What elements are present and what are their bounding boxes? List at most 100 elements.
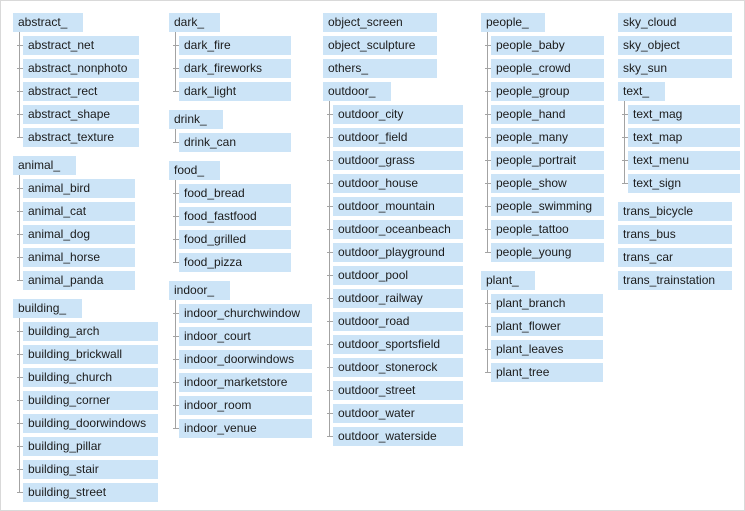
tree-parent-node[interactable]: text_ — [618, 82, 666, 101]
tree-children: drink_can — [173, 129, 291, 152]
tree-children: abstract_net abstract_nonphoto abstract_… — [16, 32, 140, 147]
tree-node[interactable]: food_grilled — [173, 230, 291, 249]
tree-node[interactable]: animal_horse — [17, 248, 135, 267]
tree-parent-node[interactable]: food_ — [169, 161, 221, 180]
tree-node[interactable]: building_stair — [16, 460, 159, 479]
tree-node[interactable]: indoor_doorwindows — [172, 350, 313, 369]
tree-group-trans-trainstation: trans_trainstation — [618, 271, 740, 290]
tree-node[interactable]: people_young — [484, 243, 605, 262]
tree-parent-node[interactable]: indoor_ — [169, 281, 231, 300]
tree-node[interactable]: food_pizza — [173, 253, 291, 272]
tree-node[interactable]: building_corner — [16, 391, 159, 410]
tree-node[interactable]: others_ — [323, 59, 437, 78]
tree-group-dark: dark_ dark_fire dark_fireworks dark_ligh… — [169, 13, 312, 101]
tree-node[interactable]: building_arch — [16, 322, 159, 341]
tree-node[interactable]: food_bread — [173, 184, 291, 203]
tree-node[interactable]: abstract_shape — [16, 105, 140, 124]
tree-node[interactable]: indoor_venue — [172, 419, 313, 438]
tree-parent-node[interactable]: building_ — [13, 299, 83, 318]
tree-node[interactable]: outdoor_playground — [327, 243, 463, 262]
tree-node[interactable]: outdoor_sportsfield — [327, 335, 463, 354]
tree-node[interactable]: outdoor_mountain — [327, 197, 463, 216]
tree-node[interactable]: indoor_court — [172, 327, 313, 346]
tree-node[interactable]: food_fastfood — [173, 207, 291, 226]
tree-node[interactable]: trans_car — [618, 248, 732, 267]
tree-children: animal_bird animal_cat animal_dog animal… — [17, 175, 135, 290]
tree-node[interactable]: outdoor_grass — [327, 151, 463, 170]
tree-node[interactable]: outdoor_city — [327, 105, 463, 124]
tree-group-people: people_ people_baby people_crowd people_… — [481, 13, 605, 262]
tree-node[interactable]: animal_bird — [17, 179, 135, 198]
tree-node[interactable]: indoor_churchwindow — [172, 304, 313, 323]
tree-node[interactable]: outdoor_railway — [327, 289, 463, 308]
tree-parent-node[interactable]: drink_ — [169, 110, 223, 129]
tree-node[interactable]: outdoor_field — [327, 128, 463, 147]
tree-node[interactable]: people_portrait — [484, 151, 605, 170]
tree-node[interactable]: building_street — [16, 483, 159, 502]
tree-node[interactable]: dark_fire — [173, 36, 291, 55]
tree-parent-node[interactable]: abstract_ — [13, 13, 84, 32]
tree-node[interactable]: animal_dog — [17, 225, 135, 244]
tree-node[interactable]: outdoor_pool — [327, 266, 463, 285]
tree-node[interactable]: object_sculpture — [323, 36, 437, 55]
tree-node[interactable]: building_brickwall — [16, 345, 159, 364]
tree-node[interactable]: outdoor_stonerock — [327, 358, 463, 377]
tree-node[interactable]: plant_flower — [485, 317, 603, 336]
tree-node[interactable]: sky_object — [618, 36, 732, 55]
tree-group-plant: plant_ plant_branch plant_flower plant_l… — [481, 271, 604, 382]
tree-node[interactable]: object_screen — [323, 13, 437, 32]
tree-children: indoor_churchwindow indoor_court indoor_… — [172, 300, 313, 438]
tree-node[interactable]: outdoor_house — [327, 174, 463, 193]
tree-node[interactable]: plant_leaves — [485, 340, 603, 359]
tree-children: text_mag text_map text_menu text_sign — [622, 101, 740, 193]
tree-node[interactable]: trans_bicycle — [618, 202, 732, 221]
tree-node[interactable]: text_map — [622, 128, 740, 147]
tree-group-indoor: indoor_ indoor_churchwindow indoor_court… — [169, 281, 313, 438]
tree-node[interactable]: trans_bus — [618, 225, 732, 244]
tree-node[interactable]: outdoor_oceanbeach — [327, 220, 463, 239]
tree-node[interactable]: outdoor_road — [327, 312, 463, 331]
tree-group-outdoor: outdoor_ outdoor_city outdoor_field outd… — [323, 82, 463, 446]
tree-node[interactable]: people_crowd — [484, 59, 605, 78]
tree-node[interactable]: plant_branch — [485, 294, 603, 313]
tree-node[interactable]: sky_cloud — [618, 13, 732, 32]
tree-node[interactable]: building_doorwindows — [16, 414, 159, 433]
tree-node[interactable]: indoor_marketstore — [172, 373, 313, 392]
tree-node[interactable]: building_pillar — [16, 437, 159, 456]
tree-parent-node[interactable]: outdoor_ — [323, 82, 392, 101]
tree-column-2: dark_ dark_fire dark_fireworks dark_ligh… — [169, 13, 313, 438]
tree-node[interactable]: sky_sun — [618, 59, 732, 78]
tree-node[interactable]: building_church — [16, 368, 159, 387]
tree-node[interactable]: outdoor_street — [327, 381, 463, 400]
tree-node[interactable]: outdoor_waterside — [327, 427, 463, 446]
tree-node[interactable]: dark_fireworks — [173, 59, 291, 78]
tree-parent-node[interactable]: animal_ — [13, 156, 77, 175]
tree-node[interactable]: people_show — [484, 174, 605, 193]
tree-node[interactable]: people_tattoo — [484, 220, 605, 239]
tree-node[interactable]: dark_light — [173, 82, 291, 101]
tree-node[interactable]: text_menu — [622, 151, 740, 170]
tree-node[interactable]: plant_tree — [485, 363, 603, 382]
tree-node[interactable]: animal_panda — [17, 271, 135, 290]
tree-node[interactable]: abstract_rect — [16, 82, 140, 101]
tree-node[interactable]: abstract_net — [16, 36, 140, 55]
tree-node[interactable]: text_mag — [622, 105, 740, 124]
tree-node[interactable]: trans_trainstation — [618, 271, 732, 290]
tree-node[interactable]: abstract_texture — [16, 128, 140, 147]
tree-node[interactable]: animal_cat — [17, 202, 135, 221]
tree-node[interactable]: people_swimming — [484, 197, 605, 216]
tree-parent-node[interactable]: people_ — [481, 13, 545, 32]
tree-node[interactable]: text_sign — [622, 174, 740, 193]
tree-node[interactable]: people_baby — [484, 36, 605, 55]
tree-node[interactable]: indoor_room — [172, 396, 313, 415]
tree-children: building_arch building_brickwall buildin… — [16, 318, 159, 502]
tree-node[interactable]: people_hand — [484, 105, 605, 124]
tree-node[interactable]: outdoor_water — [327, 404, 463, 423]
tree-group-animal: animal_ animal_bird animal_cat animal_do… — [13, 156, 158, 290]
tree-parent-node[interactable]: dark_ — [169, 13, 221, 32]
tree-node[interactable]: people_many — [484, 128, 605, 147]
tree-parent-node[interactable]: plant_ — [481, 271, 535, 290]
tree-node[interactable]: drink_can — [173, 133, 291, 152]
tree-node[interactable]: people_group — [484, 82, 605, 101]
tree-node[interactable]: abstract_nonphoto — [16, 59, 140, 78]
